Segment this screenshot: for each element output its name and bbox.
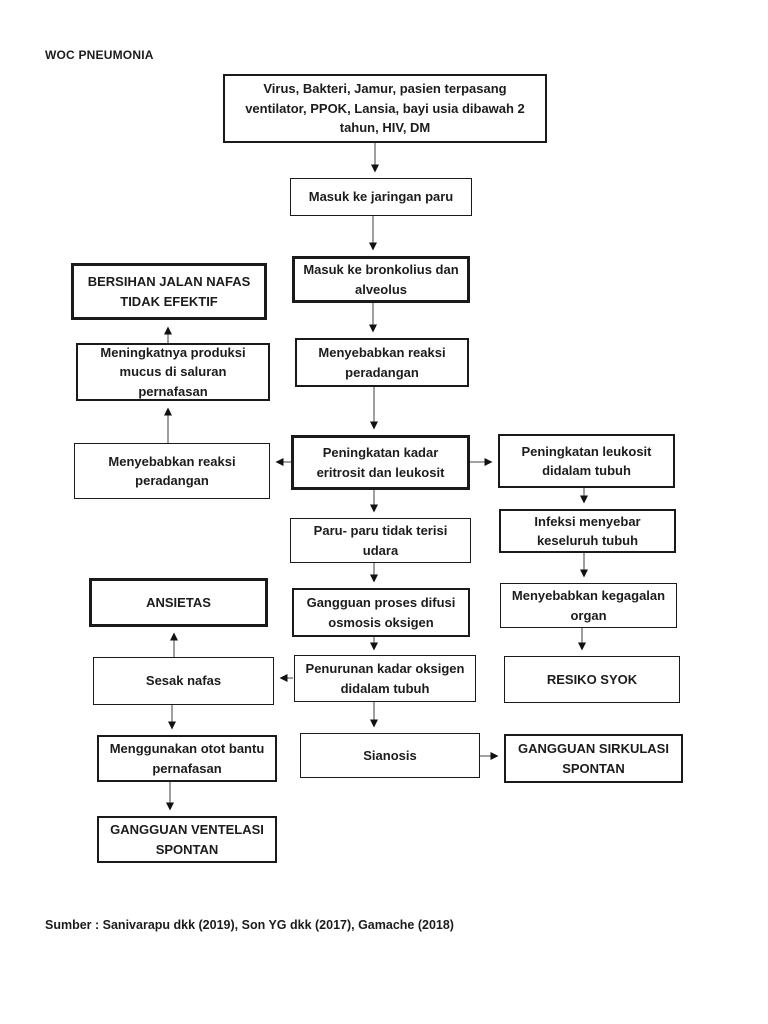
node-gangguan-sirkulasi: GANGGUAN SIRKULASI SPONTAN <box>504 734 683 783</box>
node-masuk-bronkolius: Masuk ke bronkolius dan alveolus <box>292 256 470 303</box>
node-gangguan-difusi: Gangguan proses difusi osmosis oksigen <box>292 588 470 637</box>
node-produksi-mucus: Meningkatnya produksi mucus di saluran p… <box>76 343 270 401</box>
node-reaksi-peradangan-kiri: Menyebabkan reaksi peradangan <box>74 443 270 499</box>
node-otot-bantu: Menggunakan otot bantu pernafasan <box>97 735 277 782</box>
node-etiology: Virus, Bakteri, Jamur, pasien terpasang … <box>223 74 547 143</box>
node-sianosis: Sianosis <box>300 733 480 778</box>
node-ansietas: ANSIETAS <box>89 578 268 627</box>
node-kegagalan-organ: Menyebabkan kegagalan organ <box>500 583 677 628</box>
node-sesak-nafas: Sesak nafas <box>93 657 274 705</box>
node-peningkatan-eritrosit: Peningkatan kadar eritrosit dan leukosit <box>291 435 470 490</box>
source-citation: Sumber : Sanivarapu dkk (2019), Son YG d… <box>45 918 454 932</box>
node-penurunan-oksigen: Penurunan kadar oksigen didalam tubuh <box>294 655 476 702</box>
node-gangguan-ventelasi: GANGGUAN VENTELASI SPONTAN <box>97 816 277 863</box>
node-reaksi-peradangan-tengah: Menyebabkan reaksi peradangan <box>295 338 469 387</box>
node-bersihan-jalan-nafas: BERSIHAN JALAN NAFAS TIDAK EFEKTIF <box>71 263 267 320</box>
page-title: WOC PNEUMONIA <box>45 48 154 62</box>
node-masuk-jaringan-paru: Masuk ke jaringan paru <box>290 178 472 216</box>
node-paru-tidak-terisi: Paru- paru tidak terisi udara <box>290 518 471 563</box>
node-resiko-syok: RESIKO SYOK <box>504 656 680 703</box>
node-peningkatan-leukosit: Peningkatan leukosit didalam tubuh <box>498 434 675 488</box>
node-infeksi-menyebar: Infeksi menyebar keseluruh tubuh <box>499 509 676 553</box>
